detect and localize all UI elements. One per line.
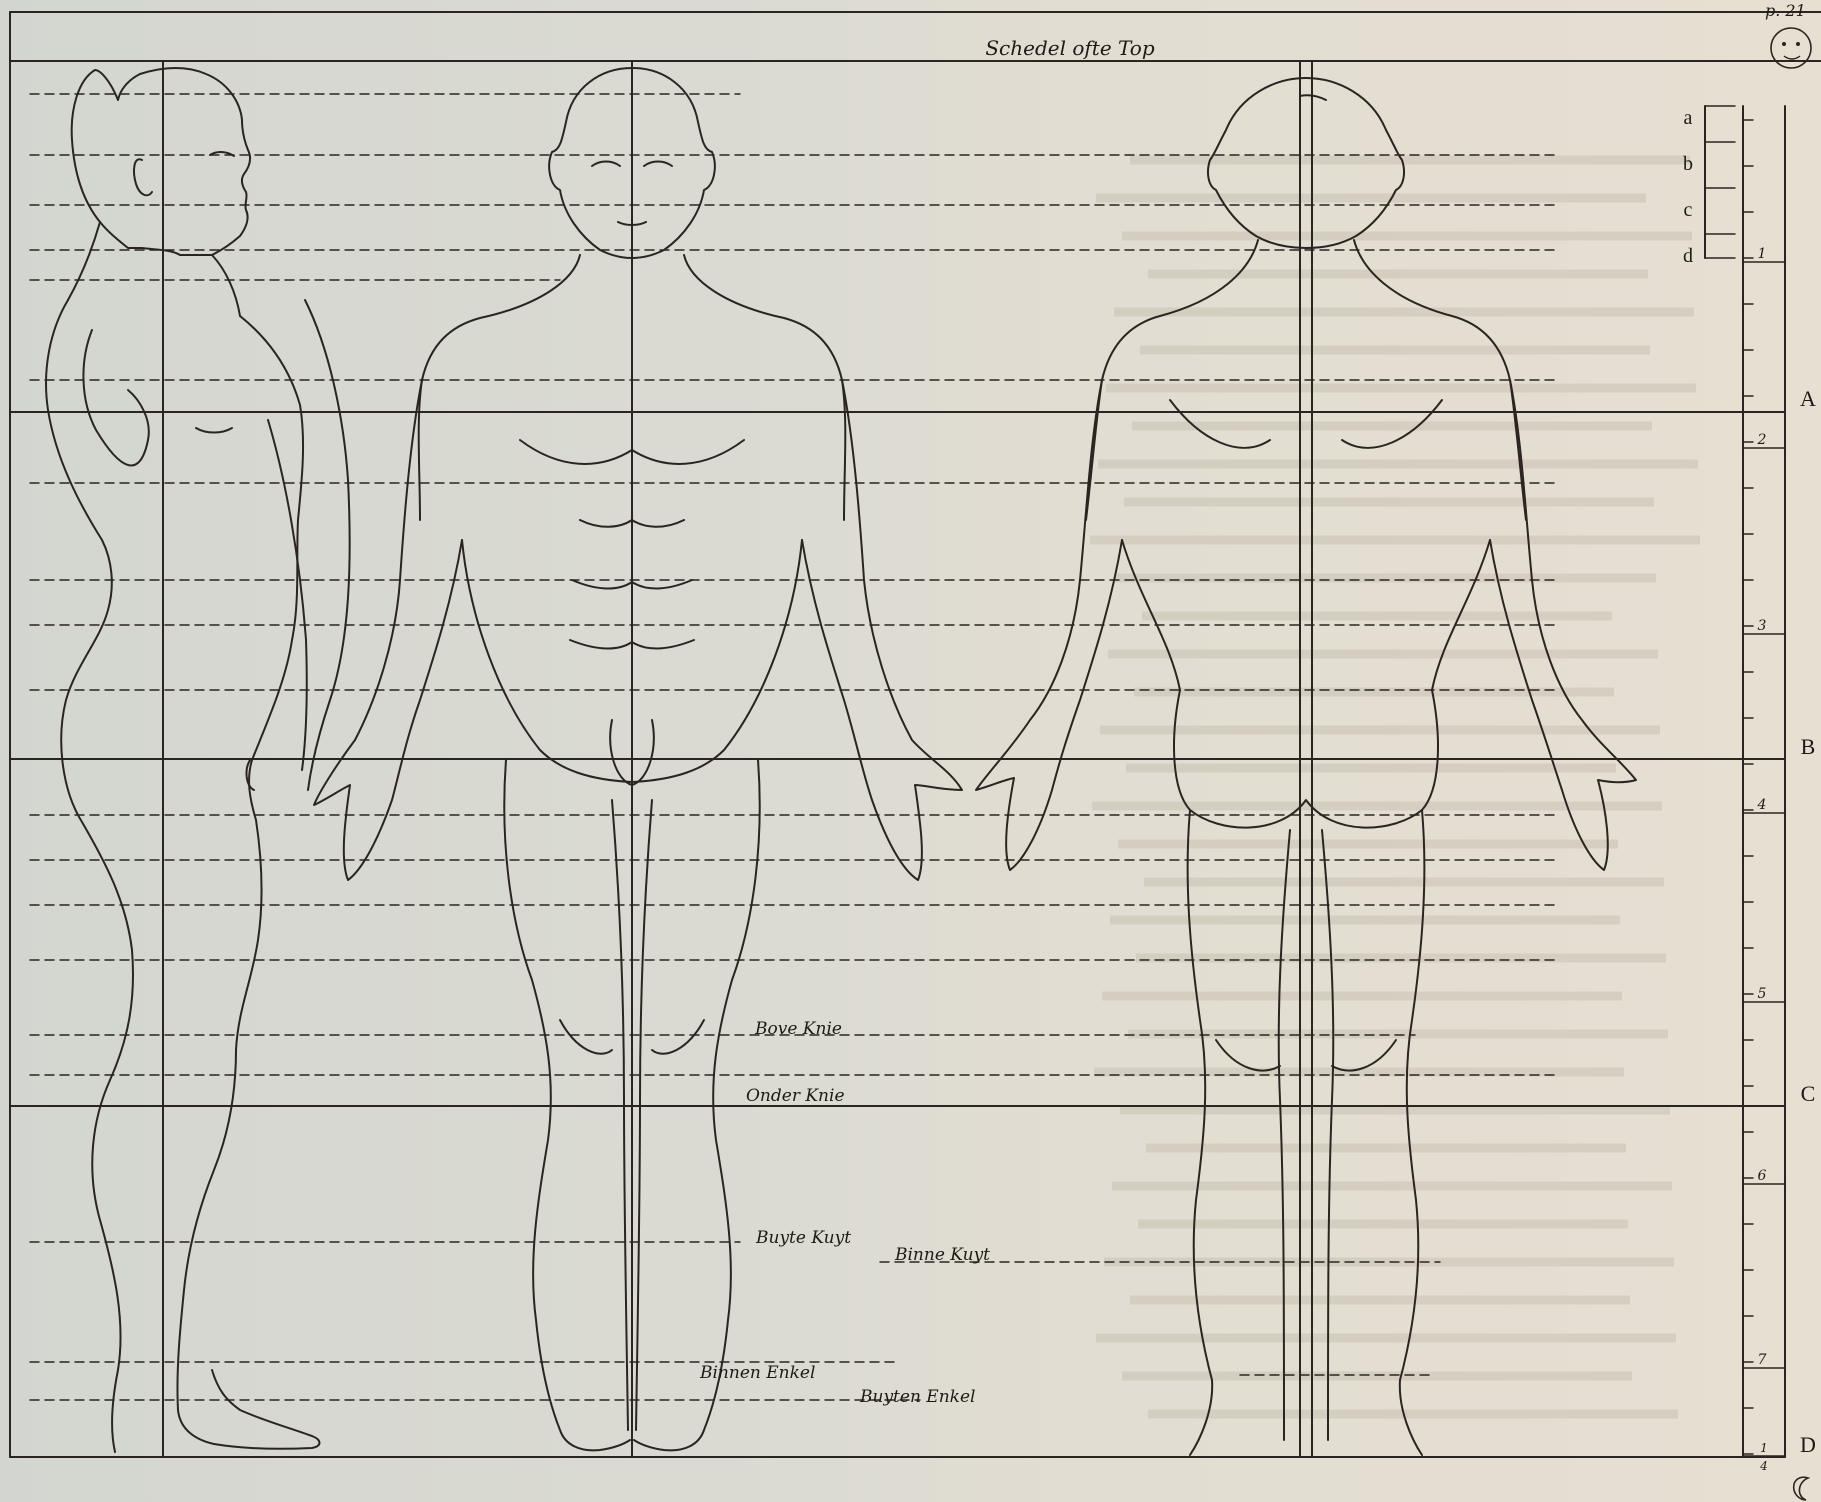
head-scale-a: a [1684, 107, 1693, 129]
label-binnen-enkel: Binnen Enkel [699, 1363, 815, 1383]
quarter-letter-c: C [1801, 1081, 1816, 1106]
label-binne-kuyt: Binne Kuyt [894, 1245, 990, 1265]
scale-number-5: 5 [1758, 986, 1767, 1002]
sun-eye-right [1796, 42, 1800, 46]
scale-number-6: 6 [1758, 1168, 1767, 1184]
scale-number-7: 7 [1758, 1352, 1767, 1368]
quarter-letter-d: D [1800, 1432, 1816, 1457]
scale-fraction-numerator: 1 [1760, 1441, 1768, 1455]
label-buyte-kuyt: Buyte Kuyt [755, 1228, 851, 1248]
label-bove-knie: Bove Knie [754, 1019, 842, 1039]
scale-number-2: 2 [1757, 432, 1767, 448]
scale-number-1: 1 [1758, 246, 1767, 262]
scale-fraction-denominator: 4 [1759, 1459, 1768, 1473]
page-reference: p. 21 [1765, 1, 1806, 20]
scale-number-4: 4 [1757, 797, 1767, 813]
label-crown: Schedel ofte Top [985, 36, 1155, 60]
quarter-letter-b: B [1801, 734, 1816, 759]
sun-eye-left [1782, 42, 1786, 46]
label-onder-knie: Onder Knie [746, 1086, 845, 1106]
head-scale-b: b [1683, 153, 1693, 175]
quarter-letter-a: A [1800, 386, 1816, 411]
head-scale-c: c [1684, 199, 1693, 221]
scale-number-3: 3 [1758, 618, 1767, 634]
head-scale-d: d [1683, 245, 1693, 267]
label-buyten-enkel: Buyten Enkel [859, 1387, 975, 1407]
